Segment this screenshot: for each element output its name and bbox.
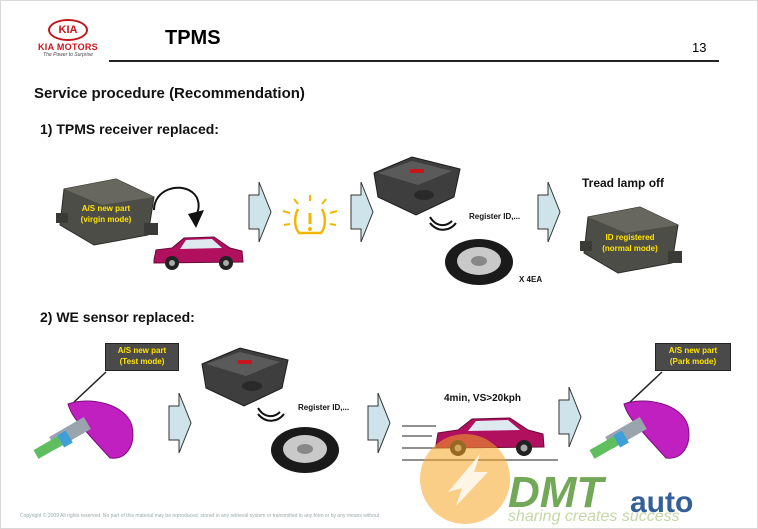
copyright-notice: Copyright © 2009 All rights reserved. No… bbox=[20, 513, 380, 519]
tpms-warning-lamp-icon bbox=[282, 195, 338, 235]
tpms-scan-tool bbox=[201, 347, 289, 407]
test-mode-label: A/S new part (Test mode) bbox=[105, 343, 179, 371]
signal-waves-icon bbox=[257, 407, 285, 422]
virgin-mode-label: A/S new part (virgin mode) bbox=[80, 204, 132, 224]
car-icon bbox=[153, 236, 244, 270]
kia-logo-brand: KIA MOTORS bbox=[37, 42, 98, 52]
tire-icon bbox=[271, 427, 339, 473]
drive-condition-label: 4min, VS>20kph bbox=[444, 393, 521, 404]
receiver-module-registered bbox=[580, 206, 682, 274]
register-id-label-2: Register ID,... bbox=[298, 403, 350, 412]
process-arrow-icon bbox=[558, 386, 582, 448]
quantity-label: X 4EA bbox=[519, 275, 543, 284]
section2-title: 2) WE sensor replaced: bbox=[40, 309, 195, 325]
tpms-scan-tool bbox=[373, 156, 461, 216]
park-mode-label: A/S new part (Park mode) bbox=[655, 343, 731, 371]
page-number: 13 bbox=[692, 40, 707, 55]
slide-title: TPMS bbox=[165, 27, 221, 49]
leader-line bbox=[629, 371, 663, 403]
watermark-logo-icon bbox=[420, 434, 510, 524]
we-sensor-test-mode bbox=[33, 400, 134, 459]
curved-arrow-icon bbox=[153, 186, 204, 228]
process-arrow-icon bbox=[350, 181, 374, 243]
signal-waves-icon bbox=[429, 216, 457, 231]
process-arrow-icon bbox=[537, 181, 561, 243]
process-arrow-icon bbox=[248, 181, 272, 243]
register-id-label-1: Register ID,... bbox=[469, 212, 521, 221]
watermark-main: DMT bbox=[508, 468, 604, 517]
section1-title: 1) TPMS receiver replaced: bbox=[40, 121, 219, 137]
process-arrow-icon bbox=[168, 392, 192, 454]
receiver-module-virgin bbox=[56, 178, 158, 246]
tread-lamp-off-label: Tread lamp off bbox=[582, 176, 665, 190]
kia-logo: KIA KIA MOTORS The Power to Surprise bbox=[35, 19, 101, 63]
watermark-slogan: sharing creates success bbox=[508, 508, 680, 525]
process-arrow-icon bbox=[367, 392, 391, 454]
leader-line bbox=[73, 371, 107, 403]
tire-icon bbox=[445, 239, 513, 285]
normal-mode-label: ID registered (normal mode) bbox=[602, 233, 658, 253]
section-heading: Service procedure (Recommendation) bbox=[34, 85, 305, 102]
watermark-auto: auto bbox=[630, 486, 694, 519]
we-sensor-park-mode bbox=[589, 400, 690, 459]
kia-logo-oval: KIA bbox=[48, 19, 88, 41]
header-divider bbox=[109, 60, 719, 62]
kia-logo-tagline: The Power to Surprise bbox=[43, 52, 93, 58]
